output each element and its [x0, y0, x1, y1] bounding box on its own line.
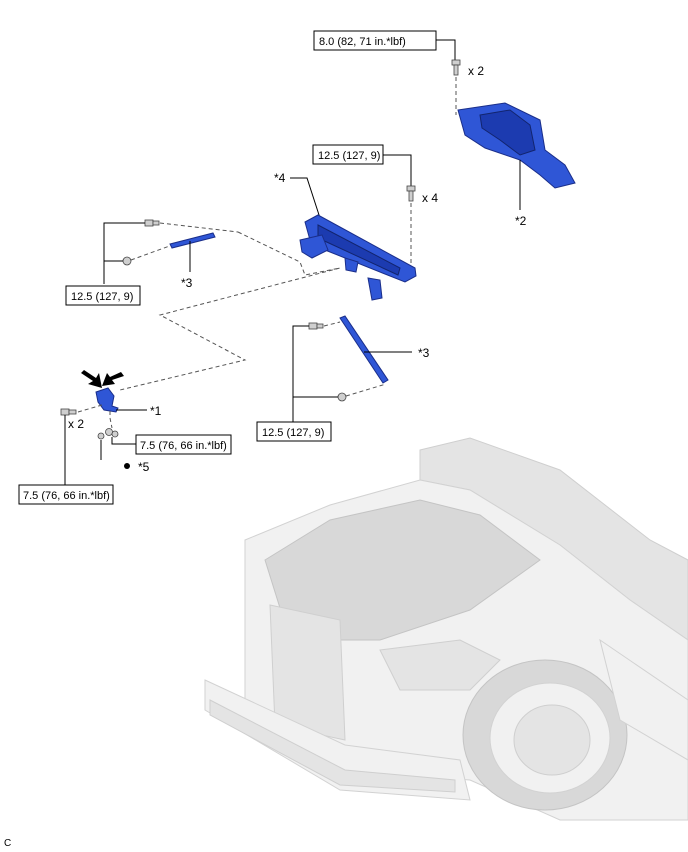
torque-box-small	[135, 434, 232, 455]
clip-icon	[97, 432, 105, 440]
callout-4: *4	[274, 171, 286, 185]
part-1-latch	[95, 387, 119, 413]
bolt-icon	[308, 322, 324, 330]
torque-text-small: 7.5 (76, 66 in.*lbf)	[140, 440, 227, 452]
torque-box-bottom	[18, 484, 114, 505]
part-3-right-group: *3 12.5 (127, 9)	[256, 315, 430, 442]
callout-2: *2	[515, 214, 527, 228]
bolt-icon	[105, 428, 119, 438]
part-1-group: *1 x 2 7.5 (76, 66 in.*lbf) 7.5 (76, 66 …	[18, 370, 232, 505]
part-3-left-group: *3 12.5 (127, 9)	[65, 219, 239, 306]
torque-text-left: 12.5 (127, 9)	[71, 291, 133, 303]
callout-1: *1	[150, 404, 162, 418]
nut-icon	[122, 256, 132, 266]
bolt-icon	[144, 219, 160, 227]
quantity-label-mid: x 4	[422, 191, 438, 205]
quantity-label-top: x 2	[468, 64, 484, 78]
arrow-icon	[102, 372, 124, 386]
part-3-stay-right	[339, 315, 389, 384]
torque-box-right	[256, 421, 332, 442]
callout-3-left: *3	[181, 276, 193, 290]
bolt-icon	[451, 59, 461, 76]
arrow-icon	[81, 370, 102, 388]
torque-text-mid: 12.5 (127, 9)	[318, 150, 380, 162]
torque-box-left	[65, 285, 141, 306]
torque-text-top: 8.0 (82, 71 in.*lbf)	[319, 36, 406, 48]
callout-3-right: *3	[418, 346, 430, 360]
bolt-icon	[406, 185, 416, 202]
vehicle-front-illustration	[204, 437, 688, 821]
callout-5: *5	[138, 460, 150, 474]
torque-text-bottom: 7.5 (76, 66 in.*lbf)	[23, 490, 110, 502]
part-3-stay-left	[169, 232, 216, 249]
figure-code: C	[4, 838, 11, 849]
bullet-icon	[124, 463, 130, 469]
part-4-group: 12.5 (127, 9) x 4 *4	[274, 144, 438, 301]
torque-text-right: 12.5 (127, 9)	[262, 427, 324, 439]
part-2-group: 8.0 (82, 71 in.*lbf) x 2 *2	[313, 30, 576, 228]
nut-icon	[337, 392, 347, 402]
bolt-icon	[60, 408, 77, 416]
quantity-label-left: x 2	[68, 417, 84, 431]
